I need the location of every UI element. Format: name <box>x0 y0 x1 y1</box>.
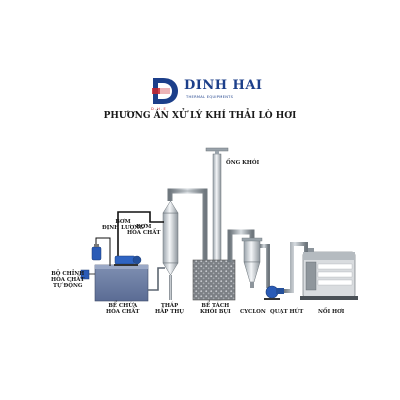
chimney-label: ỐNG KHÓI <box>226 160 260 166</box>
boiler <box>300 248 358 300</box>
dosing-controller <box>80 269 95 280</box>
cyclone <box>241 237 263 288</box>
cyclone-to-tank-pipe <box>227 229 255 262</box>
brand-logo: DINH HAI THERMAL EQUIPMENTS D.H.E <box>150 76 280 111</box>
cyclone-label: CYCLON <box>240 309 266 315</box>
induced-draft-fan <box>264 285 284 300</box>
cyclone-to-fan-pipe <box>260 244 270 288</box>
chemical-tank-label: BỂ CHỨA HÓA CHẤT <box>106 303 140 315</box>
chemical-tank <box>94 264 149 302</box>
absorption-tower <box>162 200 179 300</box>
chemical-pump <box>114 255 142 266</box>
diagram-title: PHƯƠNG ÁN XỬ LÝ KHÍ THẢI LÒ HƠI <box>103 111 297 121</box>
dosing-pump <box>91 244 102 261</box>
dosing-pump-label: BƠM ĐỊNH LƯỢNG <box>102 219 144 231</box>
tank-to-tower-pipe <box>148 267 165 291</box>
dust-tank-label: BỂ TÁCH KHÓI BỤI <box>200 303 231 315</box>
dosing-controller-label: BỘ CHỈNH HÓA CHẤT TỰ ĐỘNG <box>51 271 85 289</box>
boiler-exhaust-pipe <box>284 242 308 293</box>
boiler-label: NỒI HƠI <box>318 309 345 315</box>
brand-initials: D.H.E <box>151 107 167 111</box>
fan-label: QUẠT HÚT <box>270 309 304 315</box>
dhe-logo-icon <box>152 78 178 104</box>
brand-subtitle: THERMAL EQUIPMENTS <box>186 95 234 99</box>
dosing-line <box>95 237 111 266</box>
dust-separation-tank <box>192 259 236 301</box>
brand-name: DINH HAI <box>184 78 263 93</box>
chemical-pump-label: BƠM HÓA CHẤT <box>127 224 161 236</box>
chemical-pump-line <box>117 211 164 258</box>
absorption-tower-label: THÁP HẤP THỤ <box>155 303 185 315</box>
